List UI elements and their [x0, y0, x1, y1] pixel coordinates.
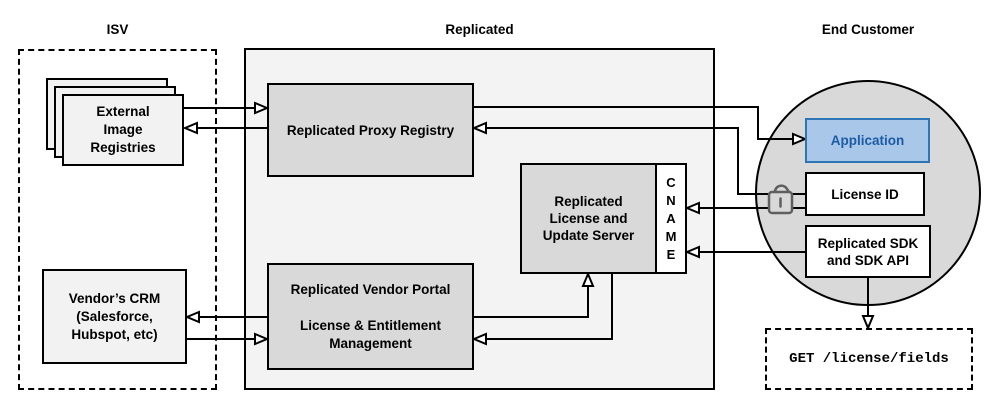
- vendor-portal-node: Replicated Vendor Portal License & Entit…: [267, 263, 474, 370]
- cname-strip: C N A M E: [655, 163, 687, 274]
- lane-label-replicated: Replicated: [445, 22, 514, 37]
- lane-label-isv: ISV: [106, 22, 129, 37]
- license-id-node: License ID: [805, 172, 925, 216]
- application-node: Application: [805, 118, 930, 163]
- lane-label-end-customer: End Customer: [821, 22, 915, 37]
- license-update-server-node: Replicated License and Update Server: [520, 163, 657, 274]
- api-request-node: GET /license/fields: [765, 328, 973, 390]
- proxy-registry-node: Replicated Proxy Registry: [267, 83, 474, 177]
- external-image-registries-node: External Image Registries: [62, 94, 184, 166]
- replicated-sdk-node: Replicated SDK and SDK API: [805, 225, 931, 278]
- arrowhead-down: [861, 315, 875, 331]
- vendor-crm-node: Vendor’s CRM (Salesforce, Hubspot, etc): [42, 269, 187, 364]
